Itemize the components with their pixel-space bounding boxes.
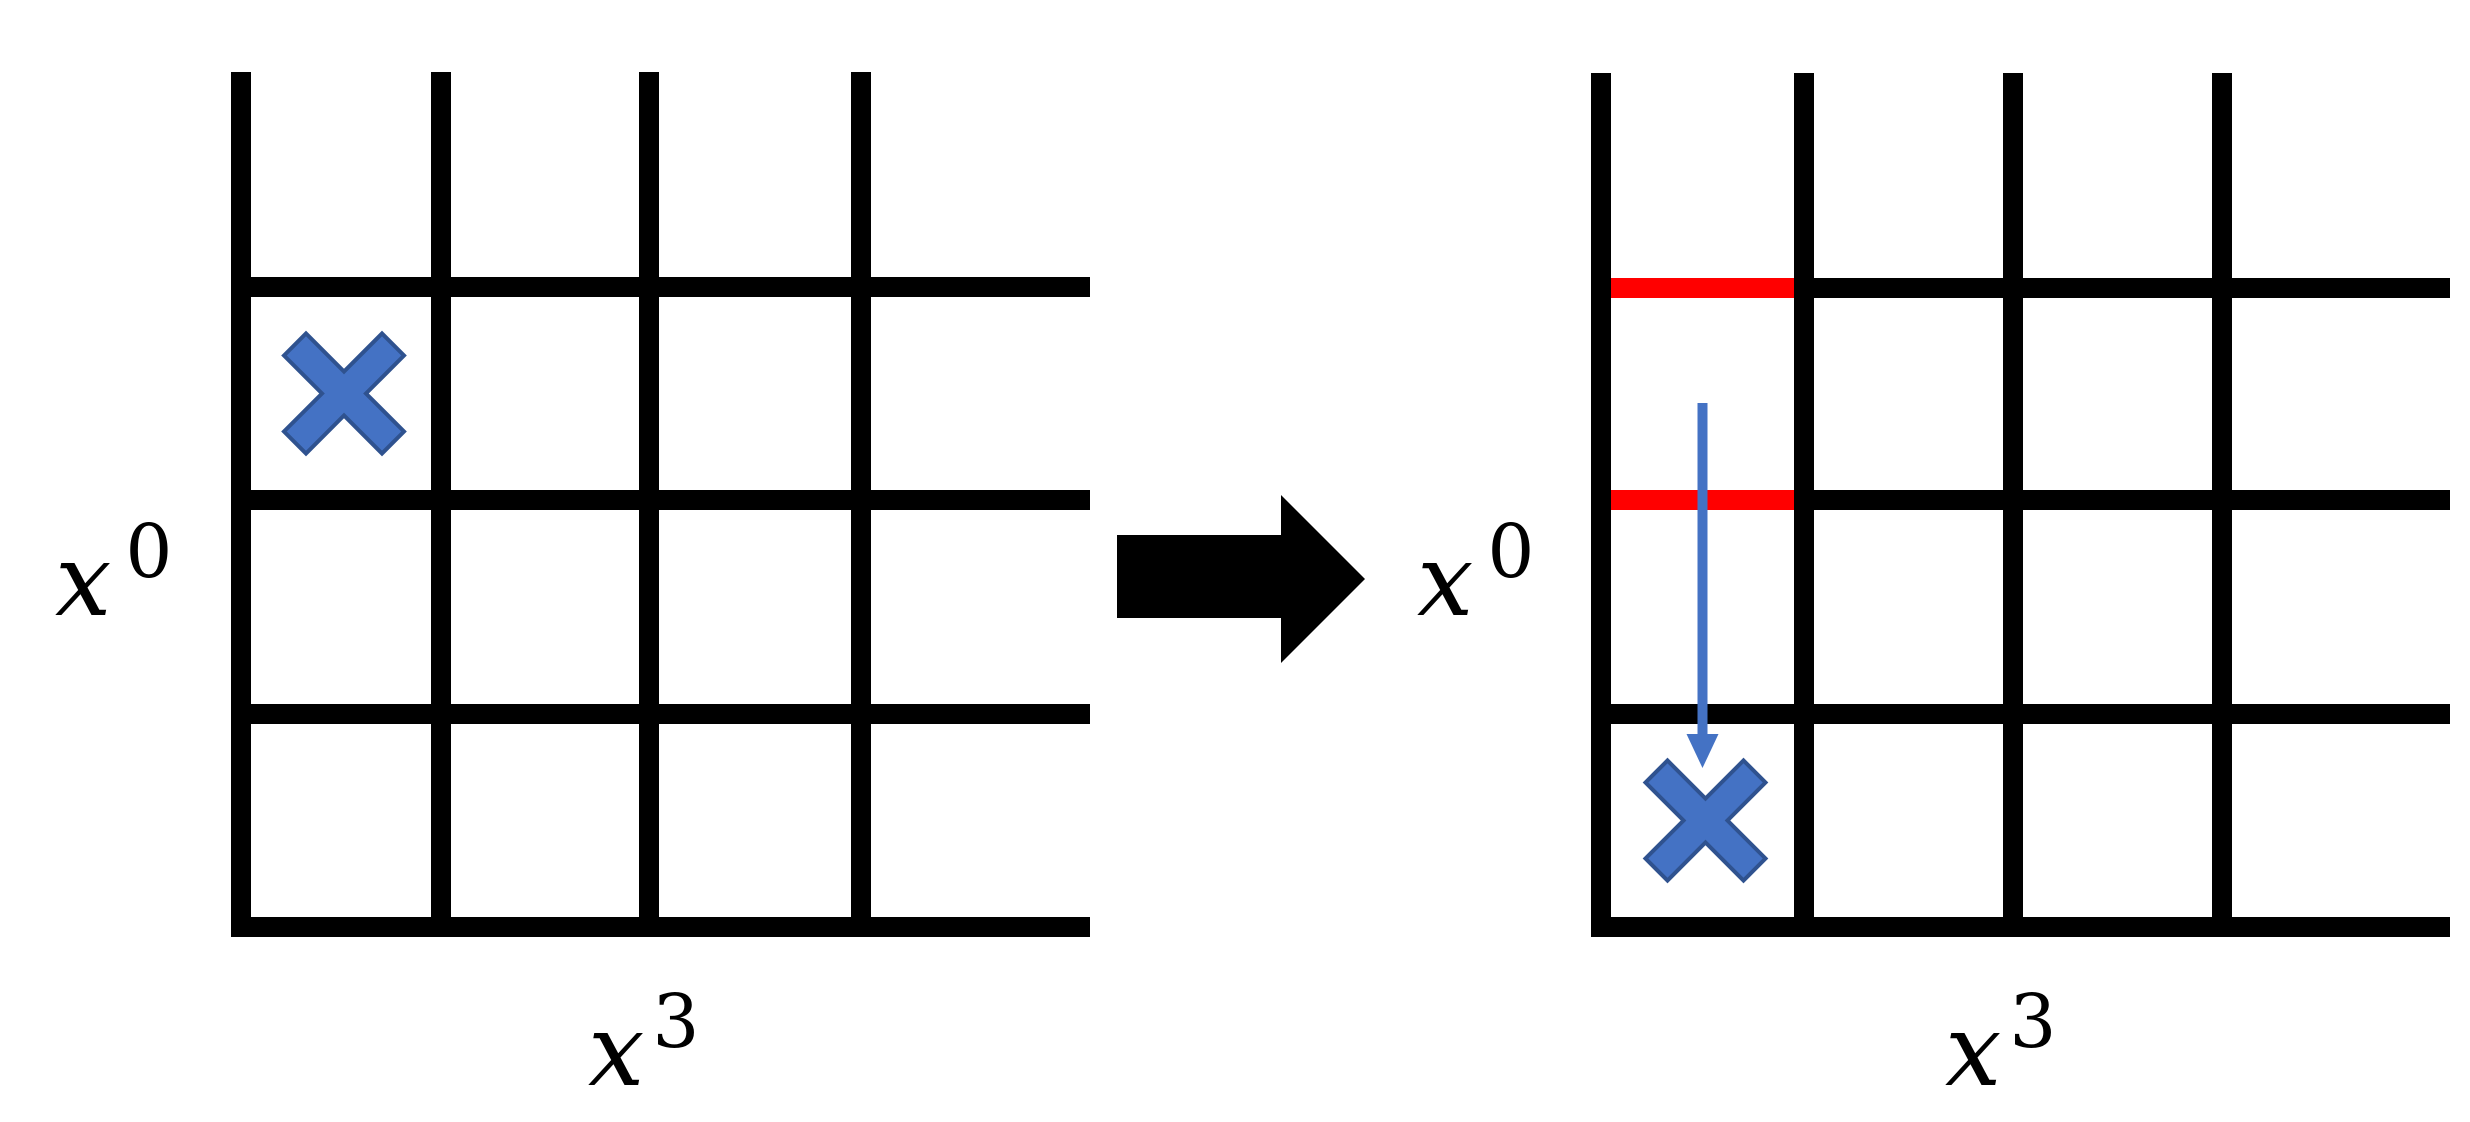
right-move-arrow <box>1686 403 1719 768</box>
left-marker <box>281 330 407 457</box>
x-cross-icon <box>1642 757 1769 884</box>
left-grid-lines <box>231 72 1090 937</box>
x-cross-icon <box>281 330 407 457</box>
down-arrow-icon <box>1686 734 1719 768</box>
right-arrow-icon <box>1117 495 1365 663</box>
right-marker <box>1642 757 1769 884</box>
transition-arrow <box>1117 495 1365 663</box>
